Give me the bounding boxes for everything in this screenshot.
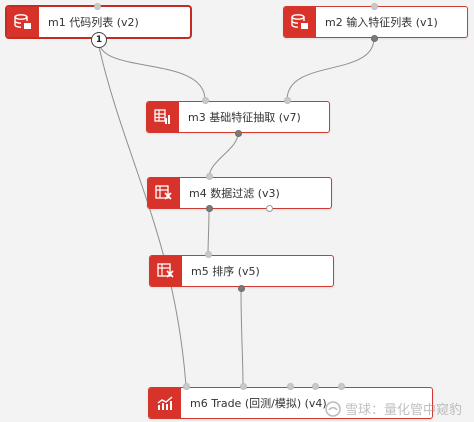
watermark-text: 雪球：量化管中窥豹 <box>344 403 462 418</box>
node-label: m4 数据过滤 (v3) <box>189 187 280 200</box>
database-icon <box>7 7 39 37</box>
trend-chart-icon <box>149 388 181 418</box>
input-port[interactable] <box>312 383 319 390</box>
output-port[interactable] <box>266 205 273 212</box>
wire-m1-m6 <box>98 46 187 387</box>
input-port[interactable] <box>287 383 294 390</box>
input-port[interactable] <box>183 383 190 390</box>
watermark: 雪球：量化管中窥豹 <box>325 399 462 418</box>
output-port[interactable] <box>206 205 213 212</box>
input-port[interactable] <box>338 383 345 390</box>
table-chart-icon <box>147 102 179 132</box>
node-label: m1 代码列表 (v2) <box>48 16 139 29</box>
output-port[interactable] <box>371 35 378 42</box>
filter-icon <box>148 178 180 208</box>
sort-icon <box>150 256 182 286</box>
wire-m1-m3 <box>98 40 206 101</box>
node-label: m6 Trade (回测/模拟) (v4) <box>190 397 327 410</box>
output-port[interactable] <box>235 130 242 137</box>
input-port[interactable] <box>284 97 291 104</box>
wire-m2-m3 <box>286 37 375 101</box>
input-port[interactable] <box>240 383 247 390</box>
wire-m3-m4 <box>208 132 239 179</box>
node-m3[interactable]: m3 基础特征抽取 (v7) <box>146 101 330 133</box>
wire-m5-m6 <box>240 287 244 387</box>
node-m2[interactable]: m2 输入特征列表 (v1) <box>283 6 468 38</box>
node-label: m3 基础特征抽取 (v7) <box>188 111 301 124</box>
input-port[interactable] <box>94 3 101 10</box>
database-icon <box>284 7 316 37</box>
node-label: m5 排序 (v5) <box>191 265 260 278</box>
node-label: m2 输入特征列表 (v1) <box>325 16 438 29</box>
snowball-logo-icon <box>325 400 341 417</box>
node-m1[interactable]: m1 代码列表 (v2) <box>6 6 191 38</box>
wire-m4-m5 <box>207 207 210 257</box>
node-m4[interactable]: m4 数据过滤 (v3) <box>147 177 332 209</box>
node-m6[interactable]: m6 Trade (回测/模拟) (v4) <box>148 387 433 419</box>
input-port[interactable] <box>205 251 212 258</box>
node-m5[interactable]: m5 排序 (v5) <box>149 255 334 287</box>
output-port[interactable] <box>238 285 245 292</box>
input-port[interactable] <box>206 173 213 180</box>
output-port-badge[interactable]: 1 <box>91 32 107 48</box>
input-port[interactable] <box>371 3 378 10</box>
input-port[interactable] <box>202 97 209 104</box>
